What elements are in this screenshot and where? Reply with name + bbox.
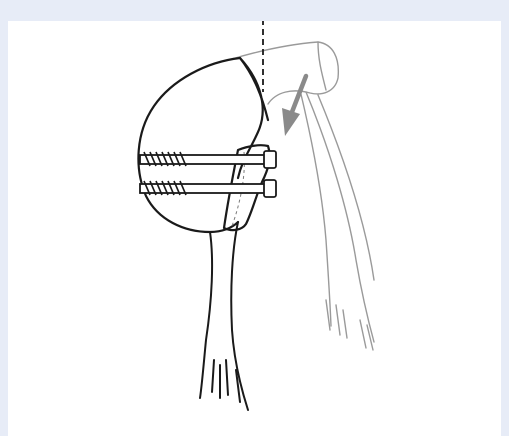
surgical-diagram <box>8 21 501 436</box>
figure-panel <box>8 21 501 436</box>
screw-icon <box>140 180 276 197</box>
bone-shaft-icon <box>200 222 248 410</box>
humeral-head-icon <box>138 58 268 232</box>
screw-icon <box>140 151 276 168</box>
arrow-icon <box>282 76 306 136</box>
